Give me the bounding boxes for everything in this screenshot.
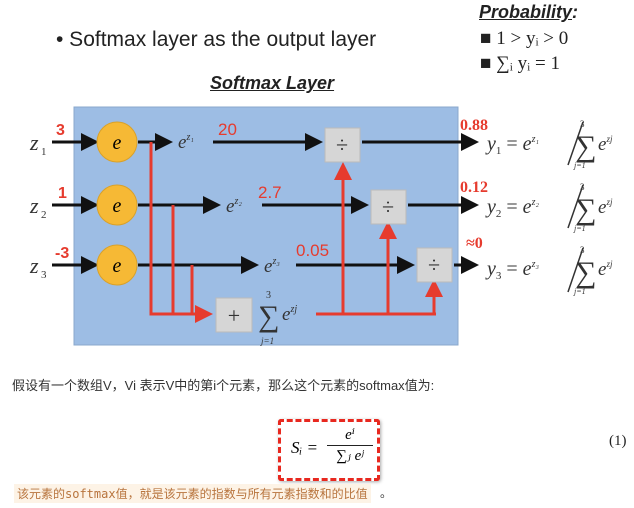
svg-text:3: 3 xyxy=(580,182,585,192)
intro-text: 假设有一个数组V，Vi 表示V中的第i个元素，那么这个元素的softmax值为: xyxy=(12,378,435,393)
svg-text:j=1: j=1 xyxy=(260,336,274,346)
node-label: e xyxy=(113,132,122,154)
formula-denominator: ∑ⱼ eʲ xyxy=(336,448,364,464)
input-value: 1 xyxy=(58,185,67,202)
svg-text:j=1: j=1 xyxy=(573,161,586,170)
input-z1: z xyxy=(29,130,39,155)
svg-text:j=1: j=1 xyxy=(573,224,586,233)
square-bullet-icon: ■ xyxy=(480,53,497,74)
rule-2: ■ ∑ᵢ yᵢ = 1 xyxy=(480,53,560,75)
svg-text:ezj: ezj xyxy=(598,134,613,155)
exp-value: 20 xyxy=(218,120,237,139)
formula-lhs: Sᵢ = xyxy=(291,438,318,457)
svg-text:y3 = ez₃: y3 = ez₃ xyxy=(485,258,539,282)
sum-feed-arrow xyxy=(149,142,213,323)
note-period: 。 xyxy=(380,486,393,500)
svg-text:∑: ∑ xyxy=(575,193,596,226)
softmax-diagram: e e e ÷ ÷ ÷ + z z z 1 2 3 3 1 -3 xyxy=(29,106,613,346)
output-formula-2: y2 = ez₂ ∑3 j=1 ezj xyxy=(485,182,613,233)
exp-value: 0.05 xyxy=(296,241,329,260)
rule-1-text: 1 > yᵢ > 0 xyxy=(496,28,569,49)
svg-text:∑: ∑ xyxy=(258,300,279,333)
input-value: 3 xyxy=(56,122,65,139)
formula-fraction: eⁱ ∑ⱼ eʲ xyxy=(327,425,373,465)
rule-2-text: ∑ᵢ yᵢ = 1 xyxy=(496,53,560,74)
note-text: 该元素的softmax值，就是该元素的指数与所有元素指数和的比值 xyxy=(14,484,371,503)
plus-symbol: + xyxy=(228,303,240,328)
exp-value: 2.7 xyxy=(258,183,282,202)
svg-text:ezj: ezj xyxy=(598,197,613,218)
plus-box xyxy=(215,297,253,333)
formula-numerator: eⁱ xyxy=(327,425,373,446)
output-value: 0.88 xyxy=(460,117,488,134)
probability-heading: Probability: xyxy=(479,2,578,23)
input-z3: z xyxy=(29,253,39,278)
svg-text:3: 3 xyxy=(580,119,585,129)
exp-node xyxy=(96,121,138,163)
output-formulas: y1 = ez₁ ∑3j=1 ezj y2 = ez₂ ∑3j=1 ezj y3… xyxy=(485,119,613,296)
svg-text:ezj: ezj xyxy=(598,259,613,280)
input-z2: z xyxy=(29,193,39,218)
divide-box xyxy=(370,189,407,225)
exp-node xyxy=(96,244,138,286)
svg-text:∑: ∑ xyxy=(575,130,596,163)
equation-number: (1) xyxy=(609,433,627,449)
formula-box: Sᵢ = eⁱ ∑ⱼ eʲ xyxy=(278,419,380,481)
rule-1: ■ 1 > yᵢ > 0 xyxy=(480,28,568,50)
exp-nodes: e e e xyxy=(96,121,138,286)
output-value: ≈0 xyxy=(466,235,483,252)
divide-box xyxy=(416,247,453,283)
square-bullet-icon: ■ xyxy=(480,28,497,49)
layer-title: Softmax Layer xyxy=(210,73,335,93)
output-value: 0.12 xyxy=(460,179,488,196)
svg-text:j=1: j=1 xyxy=(573,287,586,296)
divide-symbol: ÷ xyxy=(428,252,440,277)
probability-title: Probability xyxy=(479,2,573,22)
divide-box xyxy=(324,127,361,163)
output-formula-3: y3 = ez₃ ∑3 j=1 ezj xyxy=(485,245,613,296)
input-sub: 3 xyxy=(41,269,47,281)
divide-symbol: ÷ xyxy=(382,194,394,219)
exp-node xyxy=(96,184,138,226)
input-sub: 2 xyxy=(41,209,47,221)
bullet-text: • Softmax layer as the output layer xyxy=(56,28,377,51)
probability-colon: : xyxy=(572,2,579,22)
node-label: e xyxy=(113,255,122,277)
node-label: e xyxy=(113,195,122,217)
svg-text:y1 = ez₁: y1 = ez₁ xyxy=(485,133,539,157)
svg-text:∑: ∑ xyxy=(575,256,596,289)
divide-symbol: ÷ xyxy=(336,132,348,157)
input-value: -3 xyxy=(55,245,69,262)
output-formula-1: y1 = ez₁ ∑3 j=1 ezj xyxy=(485,119,613,170)
input-sub: 1 xyxy=(41,146,47,158)
svg-text:3: 3 xyxy=(580,245,585,255)
svg-text:y2 = ez₂: y2 = ez₂ xyxy=(485,196,539,220)
svg-text:3: 3 xyxy=(266,290,271,301)
